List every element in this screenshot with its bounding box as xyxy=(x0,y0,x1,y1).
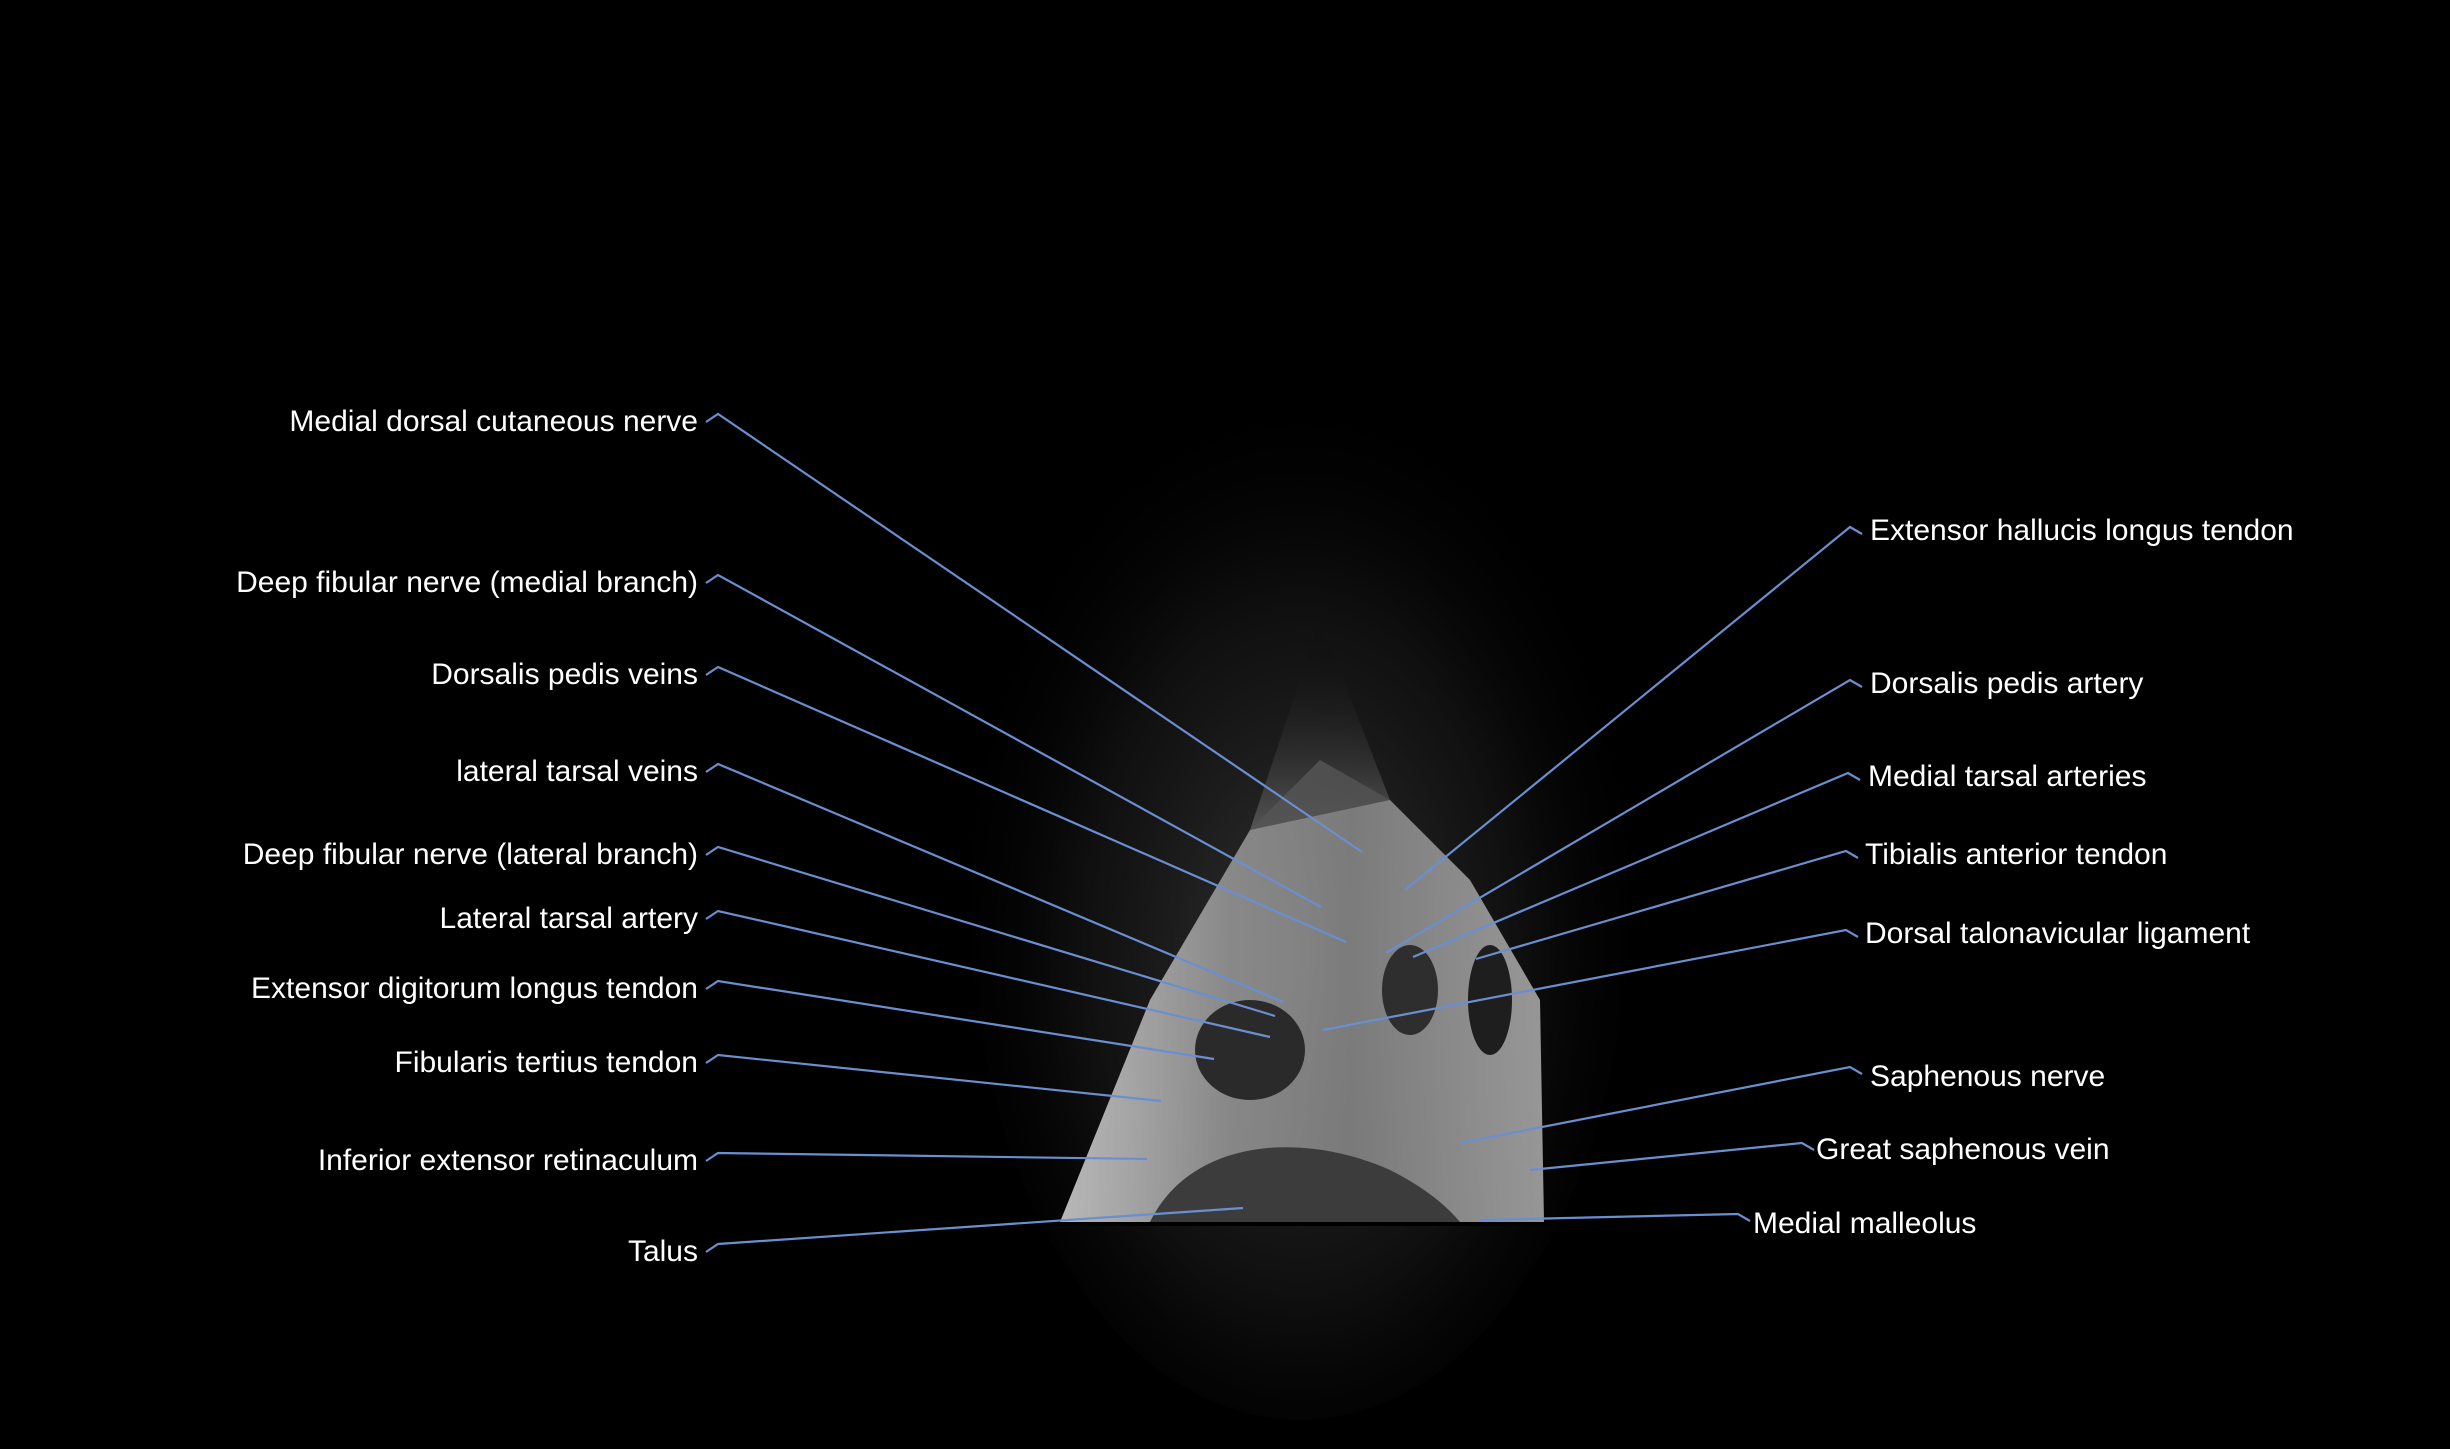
leader-line xyxy=(705,412,1363,853)
leader-line xyxy=(705,1151,1148,1162)
talus-bone xyxy=(1150,1147,1460,1222)
leader-line xyxy=(705,979,1215,1061)
leader-line xyxy=(705,1053,1162,1103)
leader-line xyxy=(1404,525,1863,891)
label-dorsalis-pedis-artery: Dorsalis pedis artery xyxy=(1870,667,2144,700)
label-fibularis-tertius-tendon: Fibularis tertius tendon xyxy=(394,1046,699,1079)
label-medial-tarsal-arteries: Medial tarsal arteries xyxy=(1868,760,2147,793)
leader-line xyxy=(1459,1065,1863,1145)
leader-line xyxy=(1475,849,1859,961)
label-saphenous-nerve: Saphenous nerve xyxy=(1870,1060,2106,1093)
leader-line xyxy=(705,665,1347,944)
label-lateral-tarsal-artery: Lateral tarsal artery xyxy=(439,902,698,935)
leader-line xyxy=(1529,1141,1815,1172)
leader-line xyxy=(1385,678,1863,954)
label-lateral-tarsal-veins: lateral tarsal veins xyxy=(456,755,698,788)
label-medial-malleolus: Medial malleolus xyxy=(1753,1207,1977,1240)
tibialis-anterior-lumen xyxy=(1468,945,1512,1055)
label-deep-fibular-nerve-lateral-branch: Deep fibular nerve (lateral branch) xyxy=(242,838,698,871)
leader-line xyxy=(705,845,1276,1018)
foot-apex xyxy=(1250,620,1390,830)
label-extensor-digitorum-longus-tendon: Extensor digitorum longus tendon xyxy=(251,972,698,1005)
label-dorsal-talonavicular-ligament: Dorsal talonavicular ligament xyxy=(1865,917,2251,950)
label-extensor-hallucis-longus-tendon: Extensor hallucis longus tendon xyxy=(1870,514,2294,547)
label-inferior-extensor-retinaculum: Inferior extensor retinaculum xyxy=(317,1144,698,1177)
leader-line xyxy=(705,573,1322,908)
label-dorsalis-pedis-veins: Dorsalis pedis veins xyxy=(431,658,698,691)
label-tibialis-anterior-tendon: Tibialis anterior tendon xyxy=(1865,838,2168,871)
leader-line xyxy=(1479,1212,1751,1222)
vessel-lumen xyxy=(1382,945,1438,1035)
label-medial-dorsal-cutaneous-nerve: Medial dorsal cutaneous nerve xyxy=(289,405,698,438)
leader-lines xyxy=(705,412,1863,1253)
label-great-saphenous-vein: Great saphenous vein xyxy=(1816,1133,2110,1166)
leader-line xyxy=(1412,771,1861,959)
leader-line xyxy=(1322,928,1859,1032)
leader-line xyxy=(705,762,1284,1004)
leader-line xyxy=(705,1206,1244,1253)
label-deep-fibular-nerve-medial-branch: Deep fibular nerve (medial branch) xyxy=(236,566,698,599)
dark-fat-region xyxy=(1195,1000,1305,1100)
leader-line xyxy=(705,909,1271,1039)
label-talus: Talus xyxy=(627,1235,698,1268)
